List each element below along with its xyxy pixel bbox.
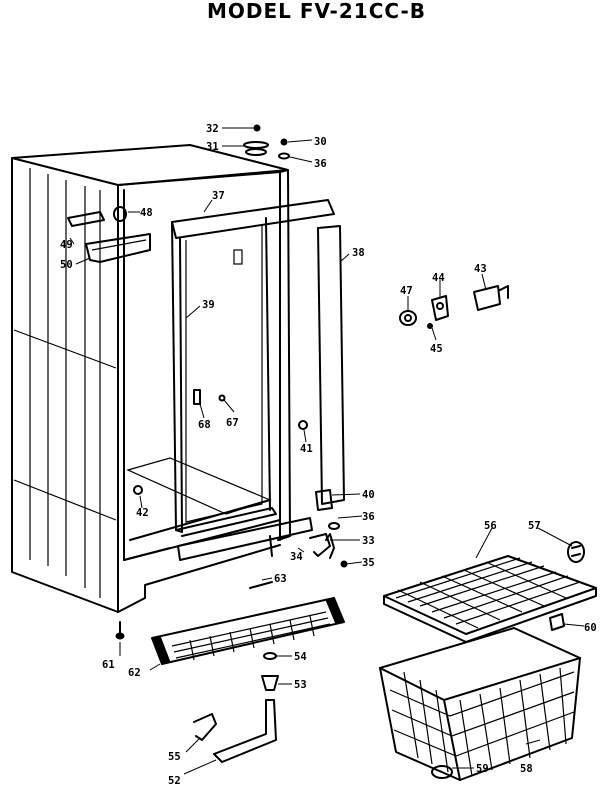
leader-lines — [69, 127, 585, 775]
bottom-hinge — [309, 522, 348, 568]
label-48: 48 — [140, 207, 153, 219]
label-58: 58 — [520, 763, 533, 775]
label-45: 45 — [430, 343, 443, 355]
part-57-detail — [571, 545, 581, 557]
hinge-bracket-part — [315, 489, 333, 511]
label-62: 62 — [128, 667, 141, 679]
part-67 — [218, 394, 226, 402]
cabinet — [11, 144, 291, 613]
door-latch-plate — [233, 249, 243, 265]
part-68 — [193, 389, 201, 405]
label-47: 47 — [400, 285, 413, 297]
label-37: 37 — [212, 190, 225, 202]
part-42 — [133, 485, 143, 495]
model-title: MODEL FV-21CC-B — [207, 0, 426, 23]
front-grille — [151, 597, 345, 665]
part-59 — [431, 765, 453, 779]
label-40: 40 — [362, 489, 375, 501]
label-50: 50 — [60, 259, 73, 271]
label-61: 61 — [102, 659, 115, 671]
label-42: 42 — [136, 507, 149, 519]
label-33: 33 — [362, 535, 375, 547]
label-59: 59 — [476, 763, 489, 775]
part-labels: 32 31 30 36 37 38 39 40 41 42 43 44 45 4… — [60, 123, 597, 787]
part-57 — [567, 541, 585, 563]
trim-tab — [269, 535, 273, 557]
label-63: 63 — [274, 573, 287, 585]
label-68: 68 — [198, 419, 211, 431]
door-shelf-assembly — [67, 206, 151, 263]
top-hinge-hardware — [243, 124, 290, 160]
label-49: 49 — [60, 239, 73, 251]
label-39: 39 — [202, 299, 215, 311]
label-34: 34 — [290, 551, 303, 563]
label-57: 57 — [528, 520, 541, 532]
label-41: 41 — [300, 443, 313, 455]
label-52: 52 — [168, 775, 181, 787]
label-44: 44 — [432, 272, 445, 284]
label-53: 53 — [294, 679, 307, 691]
label-36-top: 36 — [314, 158, 327, 170]
wire-shelf — [383, 555, 597, 643]
label-56: 56 — [484, 520, 497, 532]
label-60: 60 — [584, 622, 597, 634]
label-55: 55 — [168, 751, 181, 763]
label-30: 30 — [314, 136, 327, 148]
part-41 — [298, 420, 308, 430]
label-43: 43 — [474, 263, 487, 275]
drain-assembly — [193, 652, 279, 763]
screw-63 — [249, 581, 273, 589]
label-67: 67 — [226, 417, 239, 429]
door-gasket-frame — [171, 199, 335, 537]
label-36-bottom: 36 — [362, 511, 375, 523]
leveling-foot — [115, 621, 125, 640]
door-panel — [317, 225, 345, 505]
bottom-trim — [177, 517, 313, 561]
label-35: 35 — [362, 557, 375, 569]
label-38: 38 — [352, 247, 365, 259]
part-60 — [549, 613, 565, 631]
label-54: 54 — [294, 651, 307, 663]
label-31: 31 — [206, 141, 219, 153]
thermostat-parts — [399, 285, 509, 329]
label-32: 32 — [206, 123, 219, 135]
wire-basket — [379, 627, 581, 781]
